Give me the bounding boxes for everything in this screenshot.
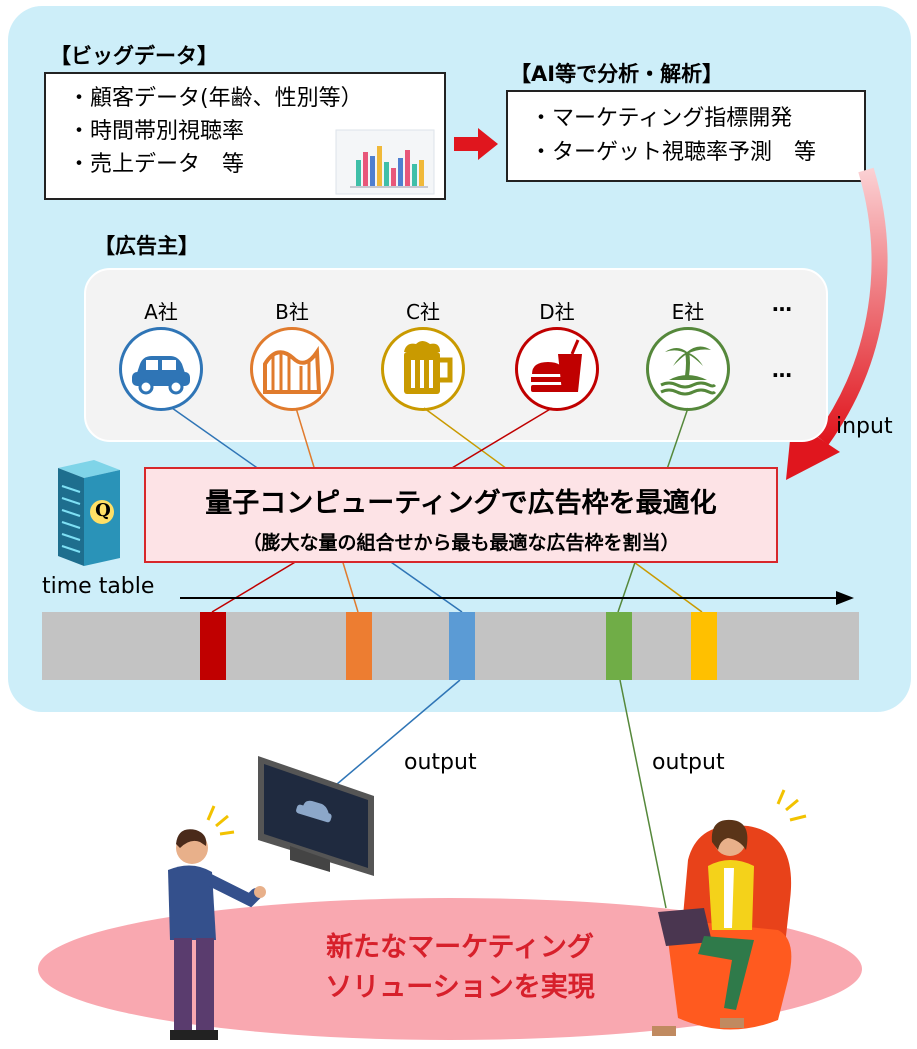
quantum-server-icon — [58, 460, 120, 566]
fast-food-icon — [531, 339, 582, 392]
company-label-a: A社 — [144, 300, 178, 324]
company-b-circle — [250, 327, 334, 411]
output-label-right: output — [652, 750, 725, 775]
time-table-label: time table — [42, 574, 155, 599]
company-label-e: E社 — [671, 300, 705, 324]
solution-line-2: ソリューションを実現 — [325, 972, 595, 1003]
ellipsis-top: … — [772, 292, 792, 316]
quantum-optimization-box: 量子コンピューティングで広告枠を最適化 （膨大な量の組合せから最も最適な広告枠を… — [144, 467, 778, 563]
timeline-slot-b — [346, 612, 372, 680]
company-label-c: C社 — [406, 300, 440, 324]
ai-analysis-header: 【AI等で分析・解析】 — [510, 62, 724, 86]
ellipsis-bottom: … — [772, 358, 792, 382]
bar-chart-icon — [335, 129, 435, 195]
palm-island-icon — [660, 346, 717, 396]
big-data-item: ・顧客データ(年齢、性別等） — [68, 86, 363, 111]
quantum-server-letter: Q — [95, 500, 111, 521]
input-label: input — [836, 414, 893, 439]
company-a-circle — [119, 327, 203, 411]
tv-icon — [258, 756, 374, 876]
company-c-circle — [381, 327, 465, 411]
big-data-header: 【ビッグデータ】 — [50, 44, 218, 68]
output-line-right — [619, 679, 667, 909]
timeline-slot-c — [691, 612, 717, 680]
roller-coaster-icon — [263, 345, 321, 394]
big-data-item: ・売上データ 等 — [68, 152, 245, 177]
woman-figure — [652, 789, 807, 1036]
output-label-left: output — [404, 750, 477, 775]
big-data-item: ・時間帯別視聴率 — [68, 119, 245, 144]
right-arrow-icon — [454, 128, 498, 160]
beer-mug-icon — [404, 341, 453, 394]
timeline-slot-d — [200, 612, 226, 680]
company-label-b: B社 — [275, 300, 309, 324]
ai-analysis-item: ・マーケティング指標開発 — [530, 106, 793, 131]
company-label-d: D社 — [539, 300, 575, 324]
time-arrow — [180, 591, 854, 605]
advertisers-header: 【広告主】 — [94, 234, 199, 258]
car-icon — [132, 356, 190, 395]
solution-line-1: 新たなマーケティング — [326, 932, 594, 963]
company-d-circle — [515, 327, 599, 411]
quantum-title: 量子コンピューティングで広告枠を最適化 — [205, 488, 717, 519]
output-line-left — [329, 679, 461, 791]
timeline-slot-a — [449, 612, 475, 680]
timeline-slot-e — [606, 612, 632, 680]
ai-analysis-item: ・ターゲット視聴率予測 等 — [530, 140, 817, 165]
quantum-subtitle: （膨大な量の組合せから最も最適な広告枠を割当） — [242, 532, 680, 554]
solution-text: 新たなマーケティング ソリューションを実現 — [260, 928, 660, 1008]
man-figure — [168, 805, 266, 1040]
ai-analysis-box: ・マーケティング指標開発 ・ターゲット視聴率予測 等 — [506, 90, 866, 182]
